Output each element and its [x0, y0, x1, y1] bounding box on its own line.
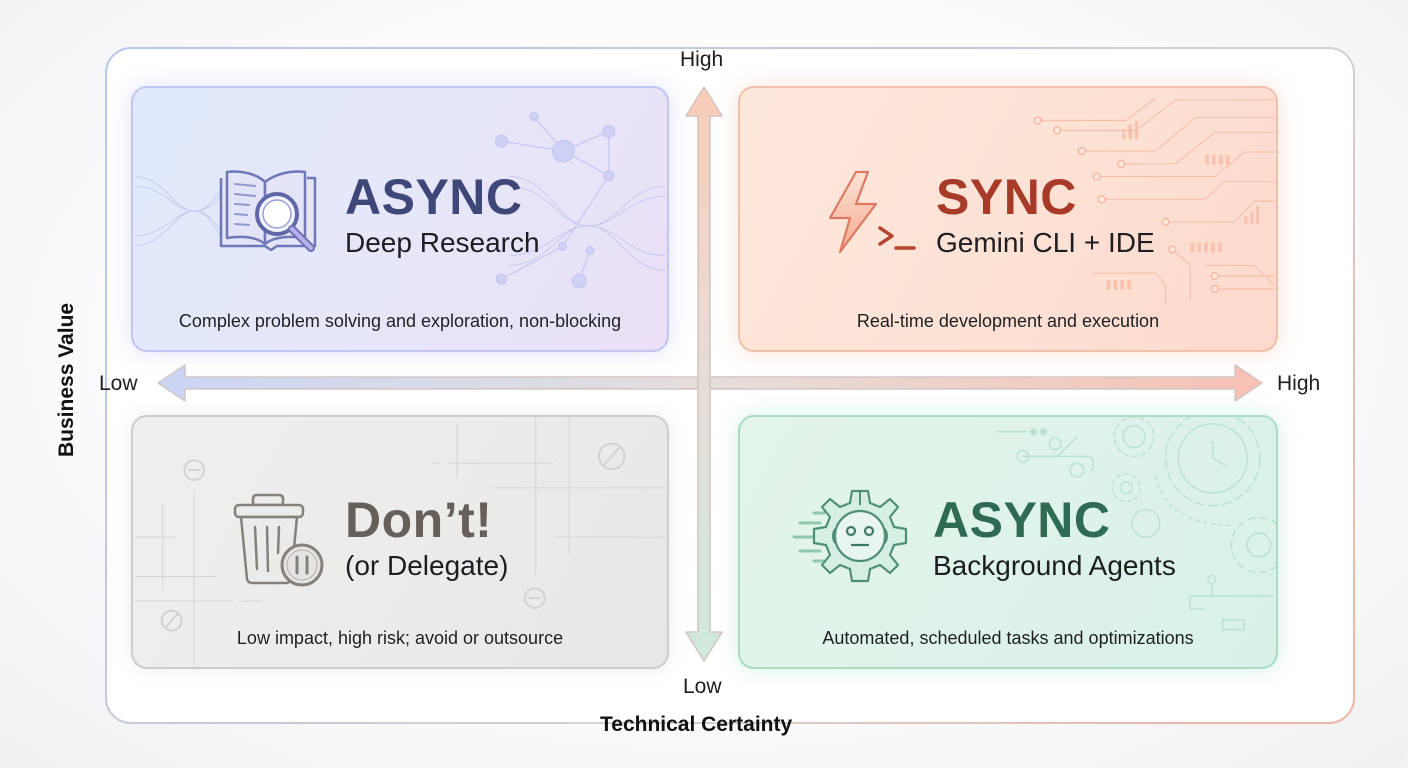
quadrant-async-background-agents: ASYNC Background Agents Automated, sched…	[738, 415, 1278, 669]
y-axis-low-label: Low	[683, 675, 722, 698]
quadrant-dont-delegate: Don’t! (or Delegate) Low impact, high ri…	[131, 415, 669, 669]
x-axis-low-label: Low	[99, 372, 138, 395]
robot-gear-icon	[792, 489, 908, 583]
quadrant-name-label: Gemini CLI + IDE	[936, 227, 1155, 258]
quadrant-description: Automated, scheduled tasks and optimizat…	[822, 628, 1194, 648]
y-axis-title: Business Value	[55, 302, 78, 457]
lightning-terminal-icon	[828, 170, 916, 254]
quadrant-mode-label: SYNC	[936, 169, 1077, 225]
x-axis-title: Technical Certainty	[600, 713, 793, 736]
y-axis-high-label: High	[680, 48, 724, 71]
book-magnifier-icon	[219, 170, 317, 252]
y-axis-arrow	[685, 86, 723, 662]
quadrant-mode-label: ASYNC	[933, 492, 1111, 548]
quadrant-sync-gemini-cli: SYNC Gemini CLI + IDE Real-time developm…	[738, 86, 1278, 352]
quadrant-async-deep-research: ASYNC Deep Research Complex problem solv…	[131, 86, 669, 352]
quadrant-name-label: Background Agents	[933, 550, 1176, 581]
trash-pause-icon	[233, 493, 324, 587]
quadrant-description: Real-time development and execution	[856, 311, 1160, 331]
quadrant-mode-label: ASYNC	[345, 169, 523, 225]
quadrant-description: Low impact, high risk; avoid or outsourc…	[236, 628, 564, 648]
x-axis-high-label: High	[1277, 372, 1321, 395]
quadrant-mode-label: Don’t!	[345, 492, 493, 548]
quadrant-name-label: Deep Research	[345, 227, 540, 258]
quadrant-description: Complex problem solving and exploration,…	[178, 311, 622, 331]
quadrant-name-label: (or Delegate)	[345, 550, 509, 581]
